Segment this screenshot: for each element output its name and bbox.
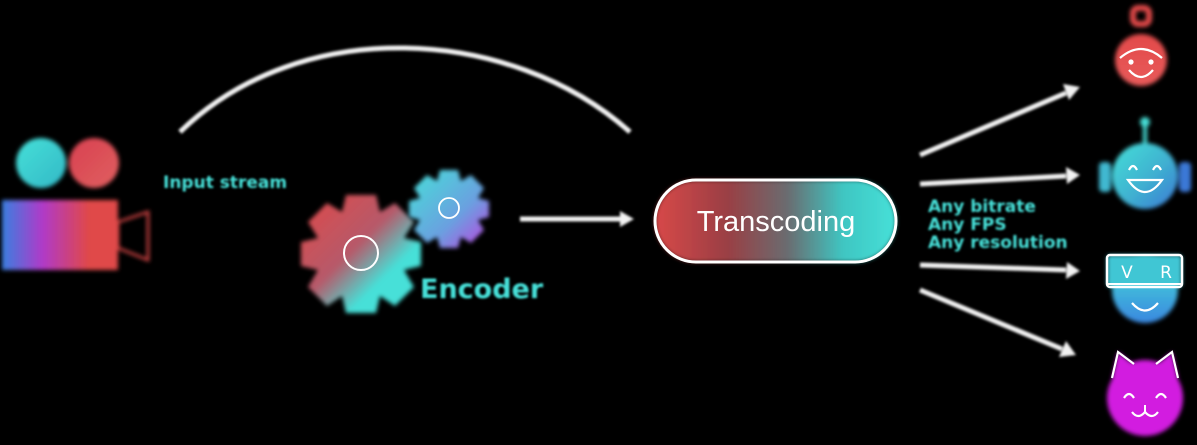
camera-lens [116, 210, 150, 262]
any-bitrate-label: Any bitrate [928, 197, 1036, 217]
transcoding-box: Transcoding [653, 178, 898, 264]
encoder-to-transcoding-arrow [520, 211, 634, 227]
gears-icon [301, 170, 489, 313]
robot-viewer-icon [1099, 117, 1191, 209]
any-resolution-label: Any resolution [928, 233, 1068, 253]
gear-large [301, 195, 421, 313]
input-stream-label: Input stream [163, 173, 287, 193]
gear-small-hub [438, 197, 460, 219]
output-arrows [919, 84, 1080, 357]
girl-viewer-icon [1115, 5, 1167, 86]
arrow-to-girl [919, 84, 1080, 158]
vr-right-letter: R [1160, 263, 1172, 283]
vr-headset-viewer-icon: V R [1105, 253, 1184, 323]
camera-reel-right [69, 138, 119, 188]
cat-viewer-icon [1107, 350, 1183, 436]
camera-reel-left [16, 138, 66, 188]
arrow-to-cat [919, 287, 1076, 357]
vr-left-letter: V [1121, 263, 1133, 283]
transcoding-label: Transcoding [697, 206, 856, 238]
arrow-to-vr [919, 262, 1080, 279]
gear-small [409, 170, 489, 248]
camera-body [2, 200, 118, 270]
encoder-label: Encoder [420, 274, 544, 305]
arrow-to-robot [919, 167, 1080, 187]
video-camera-icon [2, 138, 150, 270]
input-stream-arc [178, 45, 632, 134]
gear-large-hub [343, 235, 379, 271]
any-fps-label: Any FPS [928, 215, 1007, 235]
